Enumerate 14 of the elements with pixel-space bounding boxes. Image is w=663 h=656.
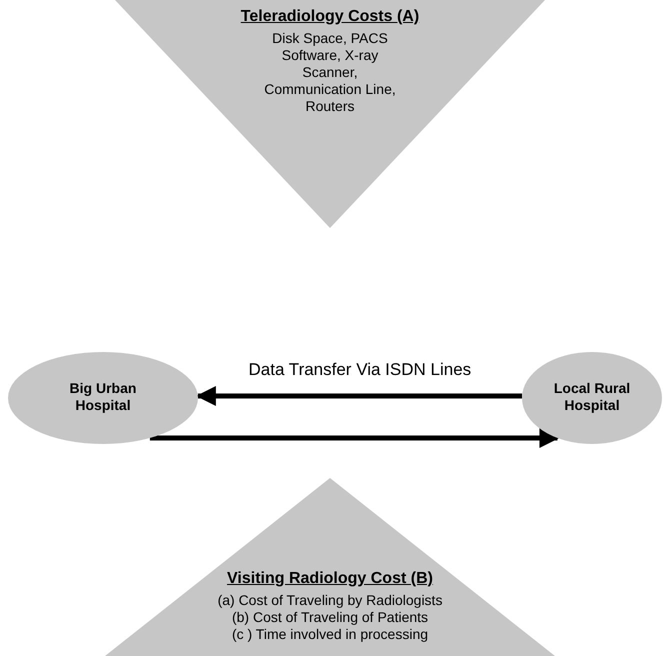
node-label: Big Urban Hospital	[68, 380, 138, 414]
list-text: Disk Space, PACS Software, X-ray Scanner, Communication Line, Routers	[263, 30, 397, 115]
heading-text: Visiting Radiology Cost (B)	[226, 570, 434, 587]
hospital-ellipse	[522, 352, 662, 444]
list-text: (b) Cost of Traveling of Patients	[230, 609, 430, 626]
arrow	[150, 428, 560, 448]
cost-triangle	[105, 478, 555, 656]
cost-triangle	[115, 0, 545, 228]
list-text: (a) Cost of Traveling by Radiologists	[216, 592, 444, 609]
heading-text: Teleradiology Costs (A)	[240, 8, 420, 25]
arrow	[196, 386, 522, 406]
list-text: (c ) Time involved in processing	[230, 626, 430, 643]
node-label: Local Rural Hospital	[552, 380, 632, 414]
hospital-ellipse	[8, 352, 198, 444]
